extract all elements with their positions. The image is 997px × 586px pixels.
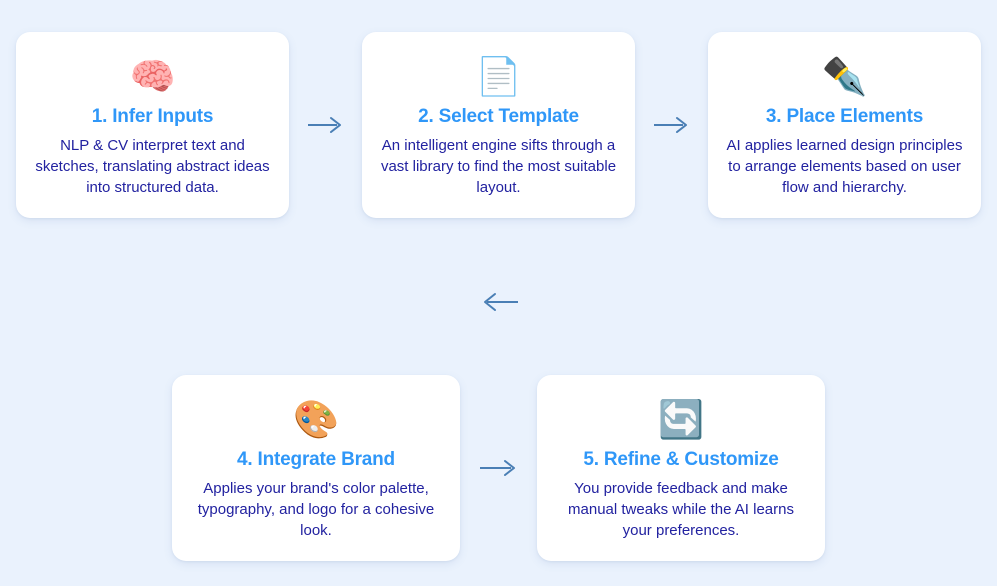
arrow-right-icon xyxy=(478,457,520,479)
step-card-1-description: NLP & CV interpret text and sketches, tr… xyxy=(35,136,270,197)
step-card-5[interactable]: 🔄 5. Refine & Customize You provide feed… xyxy=(537,374,825,562)
step-card-3-title: 3. Place Elements xyxy=(765,105,924,127)
pen-nib-icon: ✒️ xyxy=(821,56,868,98)
step-card-1-title: 1. Infer Inputs xyxy=(91,105,214,127)
step-card-4-title: 4. Integrate Brand xyxy=(237,448,395,470)
flow-row-1: 🧠 1. Infer Inputs NLP & CV interpret tex… xyxy=(0,0,997,250)
step-card-2-description: An intelligent engine sifts through a va… xyxy=(380,136,617,197)
flow-row-2: 🎨 4. Integrate Brand Applies your brand'… xyxy=(0,352,997,584)
step-card-3[interactable]: ✒️ 3. Place Elements AI applies learned … xyxy=(708,31,981,219)
step-card-4-description: Applies your brand's color palette, typo… xyxy=(197,479,435,540)
connector-2-to-3 xyxy=(635,114,708,136)
step-card-4[interactable]: 🎨 4. Integrate Brand Applies your brand'… xyxy=(172,374,460,562)
arrow-left-icon xyxy=(478,289,520,320)
step-card-5-description: You provide feedback and make manual twe… xyxy=(568,479,794,540)
connector-1-to-2 xyxy=(289,114,362,136)
step-card-2[interactable]: 📄 2. Select Template An intelligent engi… xyxy=(362,31,635,219)
arrow-right-icon xyxy=(652,114,692,136)
document-icon: 📄 xyxy=(475,56,522,98)
artist-palette-icon: 🎨 xyxy=(292,399,340,441)
connector-4-to-5 xyxy=(460,457,537,479)
step-card-2-title: 2. Select Template xyxy=(418,105,579,127)
step-card-5-title: 5. Refine & Customize xyxy=(583,448,779,470)
refresh-sync-icon: 🔄 xyxy=(657,399,705,441)
step-card-3-description: AI applies learned design principles to … xyxy=(726,136,963,197)
step-card-1[interactable]: 🧠 1. Infer Inputs NLP & CV interpret tex… xyxy=(16,31,289,219)
brain-icon: 🧠 xyxy=(129,56,176,98)
connector-row-wrap xyxy=(0,272,997,336)
arrow-right-icon xyxy=(306,114,346,136)
